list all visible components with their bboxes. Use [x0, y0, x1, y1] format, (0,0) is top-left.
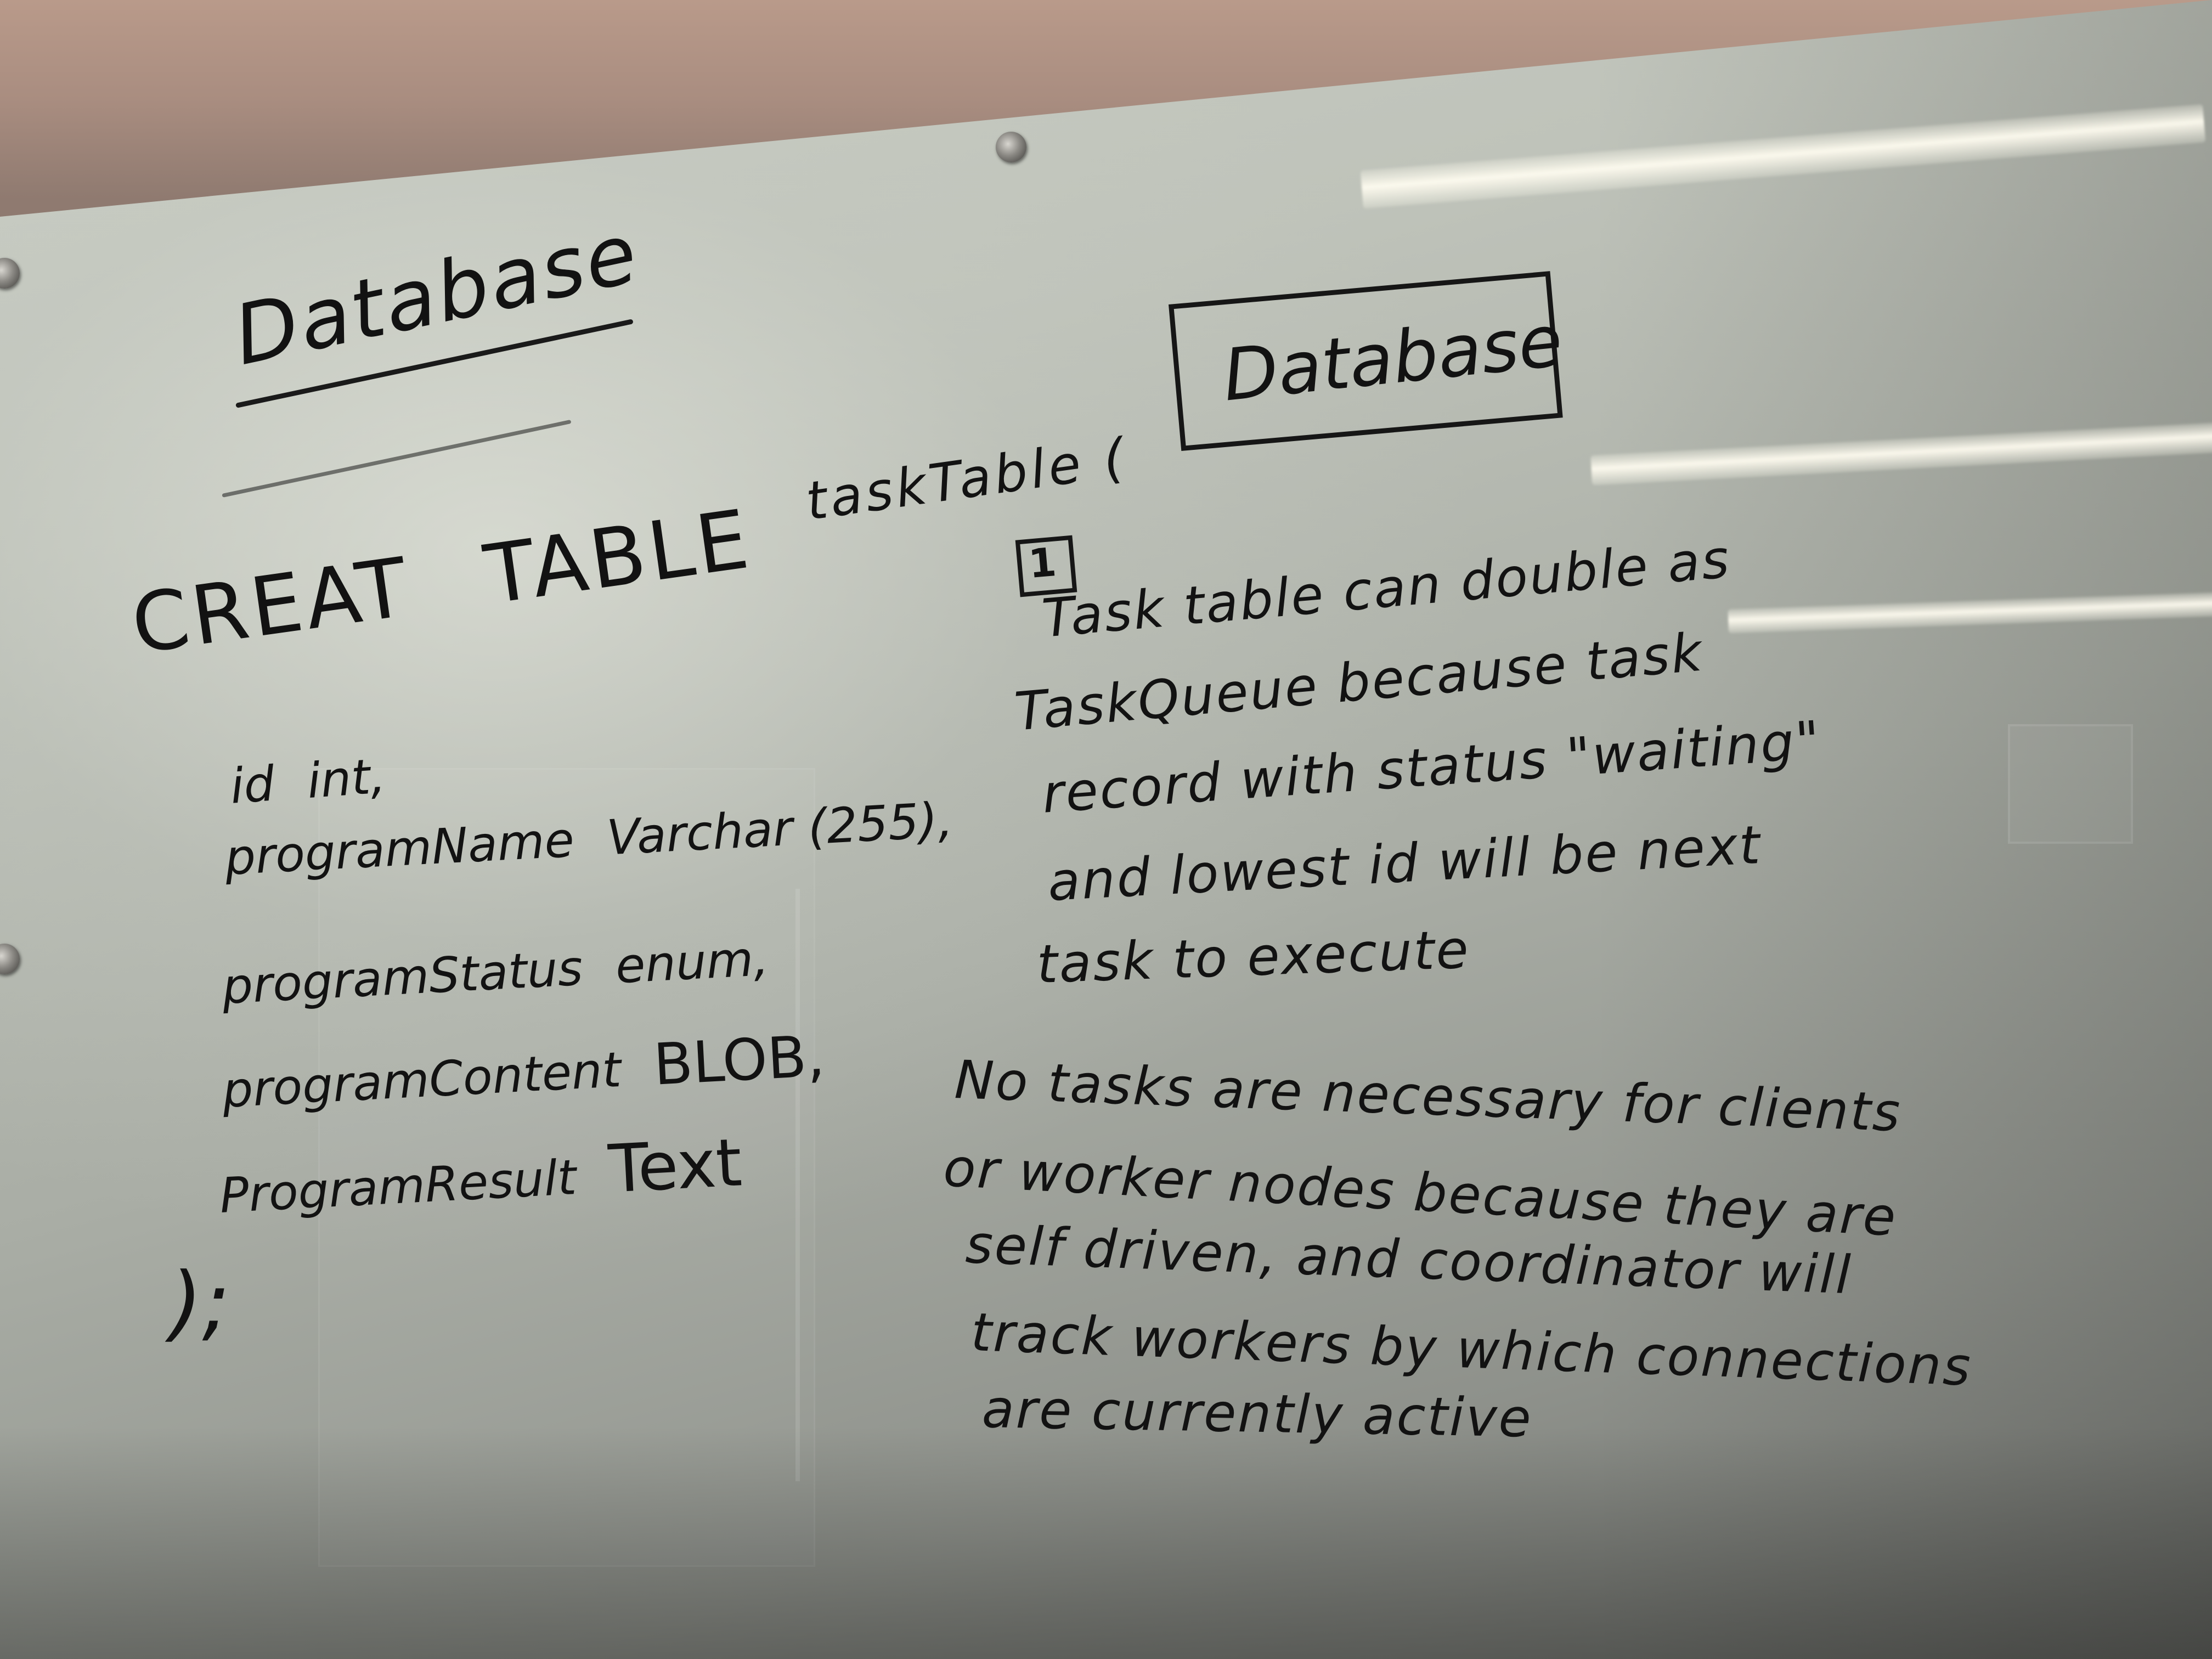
- board-mount-screw: [996, 132, 1026, 162]
- field-type: BLOB,: [652, 1022, 827, 1098]
- note-number: 1: [1026, 538, 1058, 588]
- glass-reflection: [318, 768, 815, 1567]
- field-type: int,: [305, 747, 387, 810]
- glass-reflection-sign: [2008, 724, 2133, 844]
- note-1-line: task to execute: [1036, 918, 1471, 995]
- glass-reflection-edge: [795, 889, 800, 1481]
- field-line: id int,: [228, 747, 387, 814]
- field-type: enum,: [614, 929, 770, 995]
- field-name: id: [228, 755, 276, 815]
- shadow-right: [1591, 0, 2212, 1659]
- closing-paren: );: [170, 1255, 230, 1351]
- note-2-line: are currently active: [981, 1378, 1533, 1449]
- field-type: Text: [607, 1125, 744, 1208]
- shadow-bottom: [0, 1426, 2212, 1659]
